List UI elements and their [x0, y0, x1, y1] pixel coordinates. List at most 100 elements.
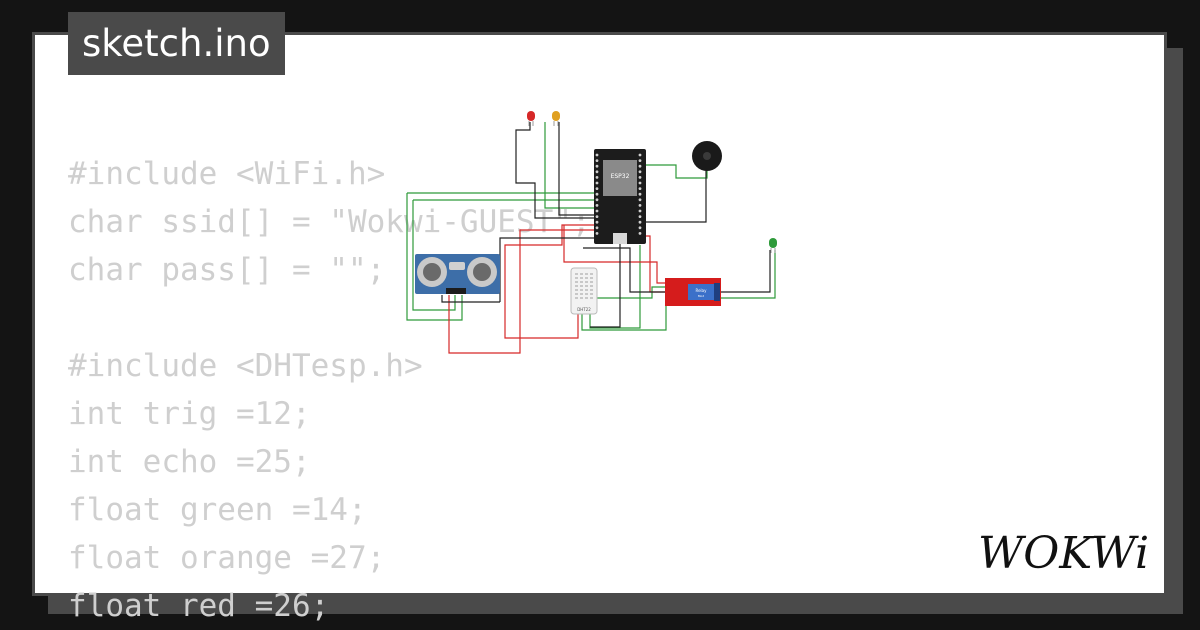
led-red-body — [527, 111, 535, 121]
esp32-pin — [638, 198, 642, 202]
relay-terminal — [714, 283, 720, 301]
esp32-pin — [595, 153, 599, 157]
dht22-vent — [585, 277, 588, 279]
esp32-pin — [638, 170, 642, 174]
wire-black — [640, 168, 707, 223]
preview-card: #include <WiFi.h> char ssid[] = "Wokwi-GU… — [32, 32, 1167, 624]
dht22-vent — [585, 285, 588, 287]
dht22-vent — [585, 297, 588, 299]
led-red — [527, 111, 535, 126]
esp32-pin — [595, 176, 599, 179]
esp32-pin — [595, 209, 599, 213]
esp32-pin — [638, 220, 642, 224]
wire-red — [504, 224, 596, 339]
dht22-grille — [575, 273, 593, 299]
code-line: float red =26; — [68, 588, 330, 624]
ultrasonic-header — [446, 288, 466, 294]
esp32-pin — [595, 170, 599, 174]
wire-black — [499, 237, 621, 328]
esp32-pin — [638, 181, 642, 185]
wire-green — [640, 164, 708, 179]
esp32-pin — [638, 164, 642, 168]
code-line: char pass[] = ""; — [68, 252, 386, 288]
esp32-pin — [595, 198, 599, 202]
dht22-vent — [585, 289, 588, 291]
code-line: float orange =27; — [68, 540, 386, 576]
dht22-vent — [575, 281, 578, 283]
esp32-pin — [595, 220, 599, 224]
esp32-pin — [638, 226, 642, 230]
esp32-pin — [638, 153, 642, 157]
buzzer-center — [703, 152, 711, 160]
esp32-shield — [603, 160, 637, 196]
esp32-board: ESP32 — [594, 149, 646, 244]
dht22-vent — [575, 289, 578, 291]
wire-black — [558, 122, 596, 216]
esp32-pin — [638, 204, 642, 207]
code-background: #include <WiFi.h> char ssid[] = "Wokwi-GU… — [68, 150, 591, 630]
esp32-label: ESP32 — [611, 173, 630, 180]
sketch-title: sketch.ino — [68, 12, 285, 75]
esp32-pin — [595, 204, 599, 207]
code-line: #include <WiFi.h> — [68, 156, 386, 192]
ultrasonic-transducer-left-core — [423, 263, 441, 281]
dht22-vent — [590, 297, 593, 299]
code-line: #include <DHTesp.h> — [68, 348, 423, 384]
dht22-vent — [590, 293, 593, 295]
dht22-vent — [575, 273, 578, 275]
esp32-pin — [595, 192, 599, 196]
ultrasonic-sensor — [415, 254, 500, 294]
dht22-vent — [590, 281, 593, 283]
wokwi-logo-text: WOKWi — [978, 528, 1149, 579]
esp32-pin — [595, 181, 599, 185]
dht22-label: DHT22 — [577, 307, 591, 312]
code-line: float green =14; — [68, 492, 367, 528]
esp32-pin — [595, 232, 599, 235]
dht22-vent — [585, 281, 588, 283]
esp32-usb — [613, 233, 627, 244]
dht22-vent — [585, 273, 588, 275]
dht22-vent — [580, 285, 583, 287]
esp32-pin — [638, 176, 642, 179]
esp32-pin — [638, 159, 642, 163]
dht22-vent — [575, 293, 578, 295]
code-line: int echo =25; — [68, 444, 311, 480]
wire-green — [406, 193, 463, 321]
esp32-pin — [595, 215, 599, 219]
wire-black — [515, 122, 596, 219]
dht22-body — [570, 267, 598, 315]
relay-sublabel: Mod — [698, 294, 704, 298]
dht22-vent — [575, 277, 578, 279]
relay-module: Relay Mod — [665, 278, 721, 306]
esp32-pin — [638, 215, 642, 219]
wire-red — [563, 225, 668, 284]
esp32-pin — [595, 187, 599, 191]
wire-black — [583, 247, 668, 293]
dht22-vent — [580, 273, 583, 275]
relay-block — [688, 284, 714, 300]
code-line: char ssid[] = "Wokwi-GUEST"; — [68, 204, 591, 240]
wire-green — [720, 250, 776, 299]
dht22-vent — [575, 285, 578, 287]
dht22-sensor: DHT22 — [570, 267, 598, 315]
led-green — [769, 238, 777, 253]
relay-label: Relay — [696, 288, 708, 293]
led-green-body — [769, 238, 777, 248]
dht22-vent — [590, 277, 593, 279]
esp32-pin — [595, 164, 599, 168]
wire-black — [720, 250, 771, 293]
dht22-vent — [580, 289, 583, 291]
dht22-vent — [590, 273, 593, 275]
wokwi-logo: WOKWi — [978, 528, 1149, 579]
dht22-vent — [580, 293, 583, 295]
buzzer — [692, 141, 722, 171]
esp32-pin — [638, 187, 642, 191]
led-orange-body — [552, 111, 560, 121]
esp32-pin — [638, 192, 642, 196]
esp32-pin — [595, 226, 599, 230]
dht22-vent — [590, 289, 593, 291]
esp32-pin — [595, 159, 599, 163]
dht22-vent — [580, 281, 583, 283]
dht22-vent — [590, 285, 593, 287]
